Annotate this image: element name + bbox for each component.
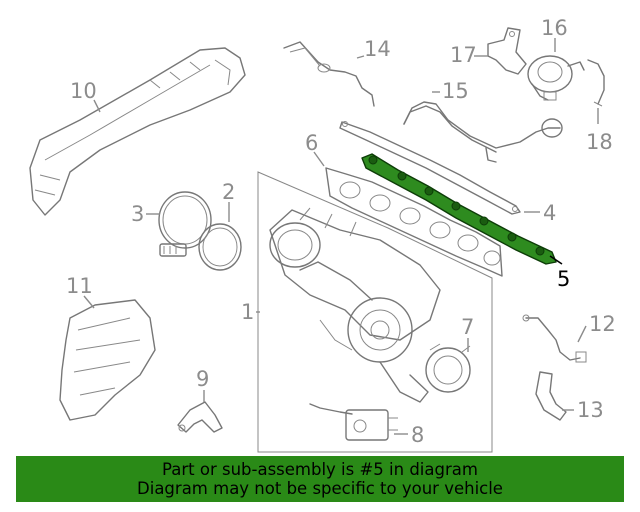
callout-1[interactable]: 1	[241, 300, 254, 324]
callout-6[interactable]: 6	[305, 131, 318, 155]
part-7-flange[interactable]	[425, 343, 471, 393]
callout-8[interactable]: 8	[411, 423, 424, 447]
part-18-hose[interactable]	[587, 59, 605, 107]
callout-17[interactable]: 17	[450, 43, 477, 67]
parts-diagram: 10 3 2 11 9 1	[29, 16, 616, 453]
part-15-coolant-line[interactable]	[403, 101, 563, 163]
part-14-hose[interactable]	[283, 41, 375, 107]
leader-11	[83, 295, 95, 309]
callout-9[interactable]: 9	[196, 367, 209, 391]
callout-12[interactable]: 12	[589, 312, 616, 336]
part-3-clamp[interactable]	[158, 191, 212, 257]
callout-13[interactable]: 13	[577, 398, 604, 422]
callout-10[interactable]: 10	[70, 79, 97, 103]
part-2-gasket-ring[interactable]	[198, 223, 242, 271]
part-8-actuator[interactable]	[309, 403, 398, 441]
part-17-bracket[interactable]	[487, 27, 527, 75]
leader-10	[93, 99, 101, 113]
callout-11[interactable]: 11	[66, 274, 93, 298]
part-11-heat-shield[interactable]	[59, 299, 156, 421]
callout-15[interactable]: 15	[442, 79, 469, 103]
callout-4[interactable]: 4	[543, 201, 556, 225]
part-5-gasket-highlighted[interactable]	[361, 153, 557, 265]
leader-5	[549, 255, 563, 265]
leader-14	[356, 55, 365, 59]
leader-6	[313, 151, 325, 167]
callout-2[interactable]: 2	[222, 180, 235, 204]
notice-banner: Part or sub-assembly is #5 in diagram Di…	[16, 456, 624, 502]
part-6-gasket[interactable]	[325, 167, 503, 277]
callout-3[interactable]: 3	[131, 202, 144, 226]
callout-14[interactable]: 14	[364, 37, 391, 61]
part-9-bracket[interactable]	[177, 401, 223, 433]
part-16-water-pump[interactable]	[527, 55, 585, 101]
leader-12	[577, 325, 587, 343]
part-1-turbocharger[interactable]	[257, 171, 493, 453]
callout-18[interactable]: 18	[586, 130, 613, 154]
part-10-heat-shield[interactable]	[29, 47, 246, 216]
banner-line-2: Diagram may not be specific to your vehi…	[137, 479, 503, 498]
part-13-hose-elbow[interactable]	[535, 371, 567, 421]
banner-line-1: Part or sub-assembly is #5 in diagram	[162, 460, 478, 479]
part-12-sensor-line[interactable]	[522, 314, 587, 363]
part-4-gasket-strip[interactable]	[339, 121, 521, 215]
callout-16[interactable]: 16	[541, 16, 568, 40]
callout-7[interactable]: 7	[461, 315, 474, 339]
callout-5[interactable]: 5	[557, 267, 570, 291]
